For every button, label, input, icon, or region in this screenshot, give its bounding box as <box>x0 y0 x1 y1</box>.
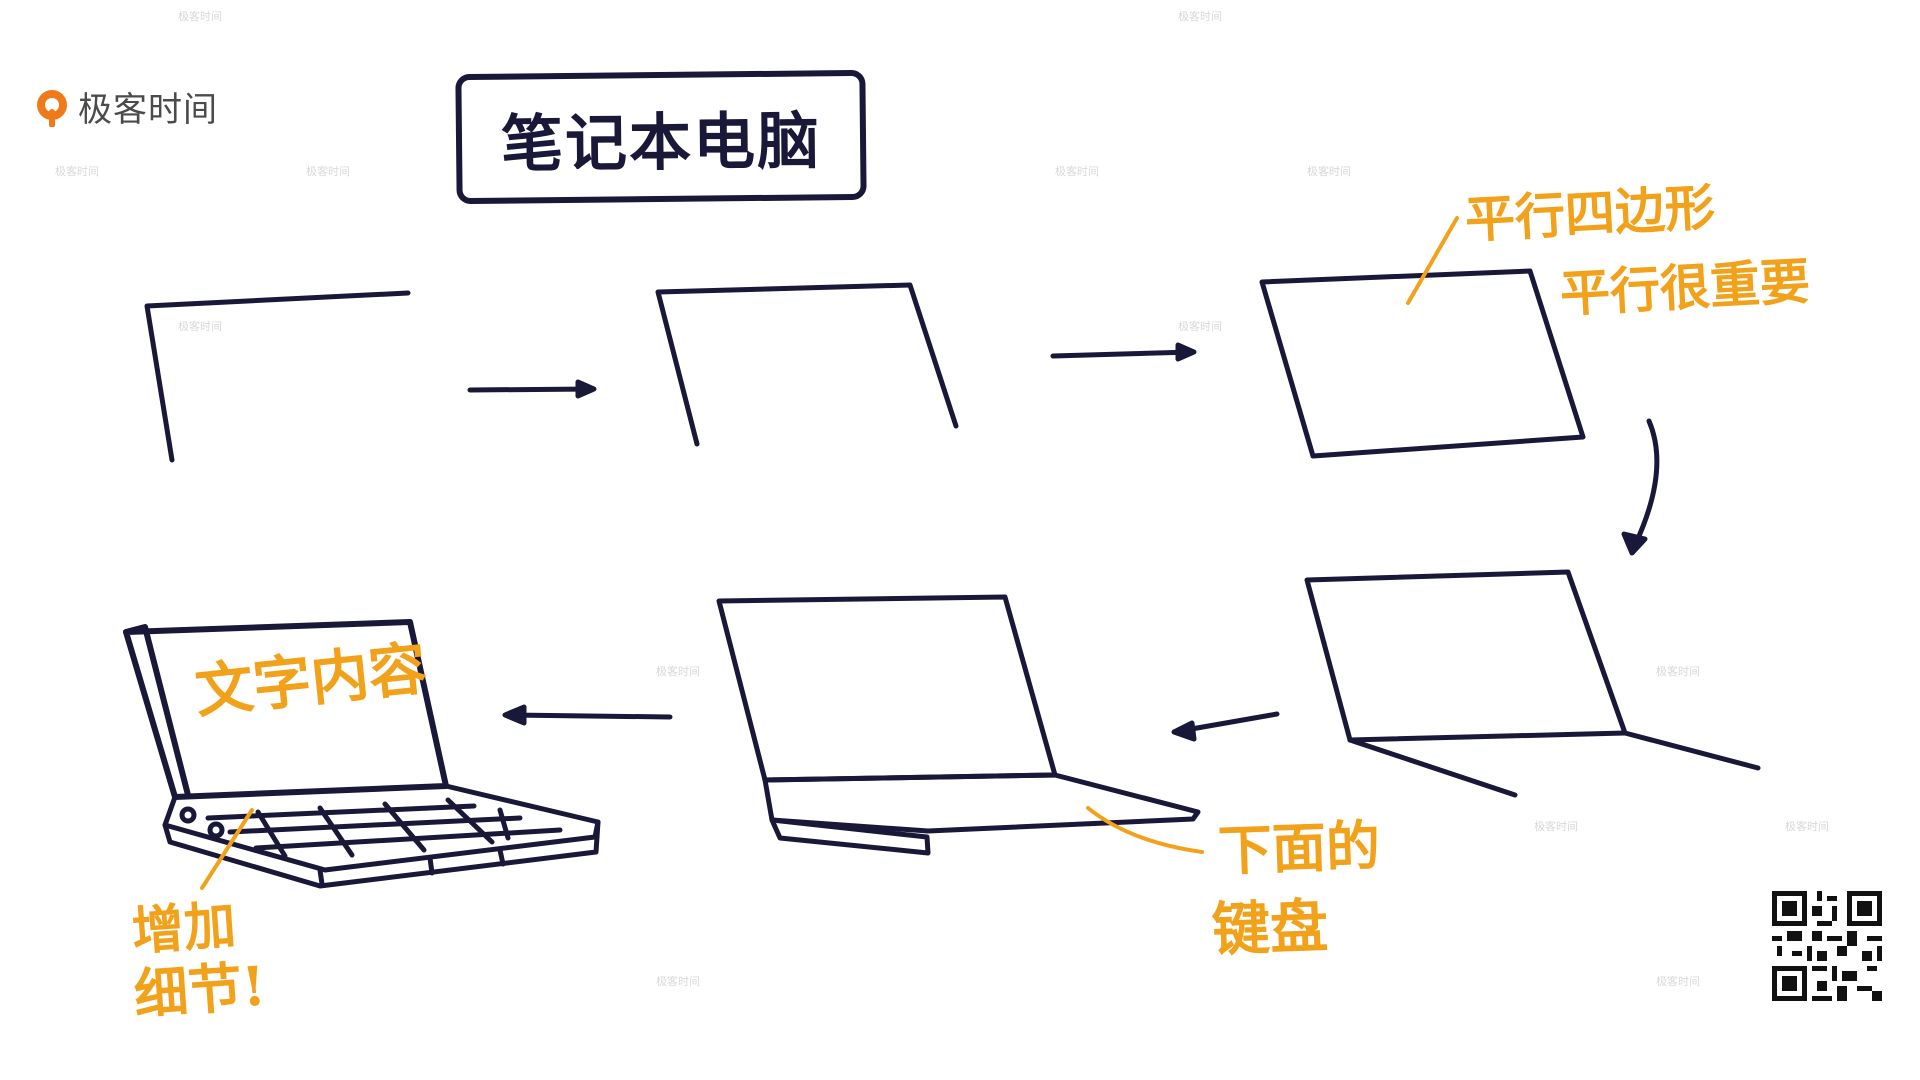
step-4-base-left <box>1347 737 1518 798</box>
arrow-step-1-to-2 <box>467 386 595 393</box>
note-detail-1: 增加 <box>129 894 238 963</box>
step-2-outline <box>655 282 959 447</box>
leader-detail <box>200 808 254 890</box>
watermark: 极客时间 <box>656 975 700 988</box>
watermark: 极客时间 <box>1178 10 1222 23</box>
watermark: 极客时间 <box>1785 820 1829 833</box>
note-parallelogram-1: 平行四边形 <box>1463 177 1717 250</box>
watermark: 极客时间 <box>178 10 222 23</box>
step-6-front-divider-2 <box>427 855 435 876</box>
step-6-front-divider-1 <box>317 867 325 887</box>
step-5-screen <box>716 594 1058 783</box>
step-5-base <box>762 772 1201 834</box>
step-5-base-front <box>769 817 931 856</box>
arrow-step-3-to-4-head <box>1621 531 1648 556</box>
step-6-key-col-5 <box>497 807 511 841</box>
watermark: 极客时间 <box>1656 665 1700 678</box>
leader-keyboard <box>1086 806 1204 854</box>
step-3-screen <box>1259 268 1586 459</box>
watermark: 极客时间 <box>656 665 700 678</box>
watermark: 极客时间 <box>1534 820 1578 833</box>
arrow-step-1-to-2-head <box>575 379 597 399</box>
arrow-step-4-to-5 <box>1177 711 1280 734</box>
qr-code-icon <box>1772 891 1882 1001</box>
watermark: 极客时间 <box>1307 165 1351 178</box>
step-6-base-front <box>162 819 601 889</box>
leader-parallelogram <box>1406 216 1459 305</box>
note-keyboard-1: 下面的 <box>1216 813 1382 883</box>
note-keyboard-2: 键盘 <box>1210 891 1330 965</box>
arrow-step-4-to-5-head <box>1171 720 1197 742</box>
step-6-key-col-1 <box>255 809 288 859</box>
watermark: 极客时间 <box>178 320 222 333</box>
step-6-key-col-4 <box>445 797 495 845</box>
watermark: 极客时间 <box>1055 165 1099 178</box>
step-1-outline <box>144 290 411 463</box>
arrow-step-3-to-4 <box>1632 418 1660 548</box>
step-6-key-col-2 <box>317 805 355 858</box>
arrow-step-5-to-6 <box>508 712 673 720</box>
geektime-logo-icon <box>37 89 67 127</box>
step-6-front-divider-3 <box>497 847 506 867</box>
brand-logo: 极客时间 <box>32 82 218 131</box>
watermark: 极客时间 <box>1656 975 1700 988</box>
brand-name: 极客时间 <box>78 90 218 130</box>
step-4-base-right <box>1622 730 1761 771</box>
arrow-step-2-to-3-head <box>1175 342 1197 362</box>
step-6-keyboard-row-3 <box>253 827 563 851</box>
watermark: 极客时间 <box>306 165 350 178</box>
watermark: 极客时间 <box>55 165 99 178</box>
step-4-screen <box>1304 569 1628 743</box>
note-detail-2: 细节! <box>131 953 268 1027</box>
arrow-step-5-to-6-head <box>502 704 527 726</box>
step-6-port-2 <box>207 821 225 839</box>
step-6-port-1 <box>179 806 197 824</box>
watermark: 极客时间 <box>1178 320 1222 333</box>
step-6-screen-bezel <box>123 624 191 798</box>
step-6-keyboard-row-1 <box>205 803 477 821</box>
arrow-step-2-to-3 <box>1050 349 1195 359</box>
step-6-key-col-3 <box>382 801 427 853</box>
note-parallelogram-2: 平行很重要 <box>1558 251 1812 324</box>
